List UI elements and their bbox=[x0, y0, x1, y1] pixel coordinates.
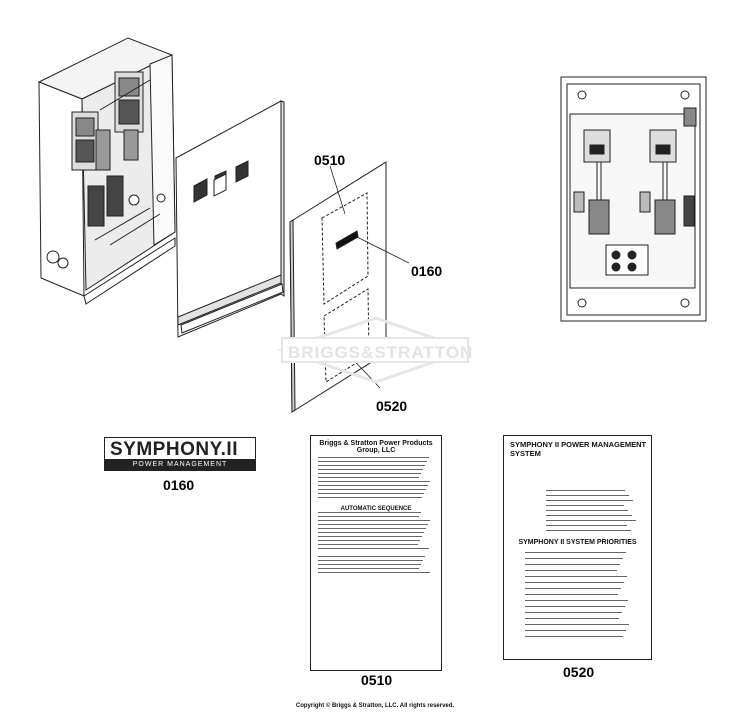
card-0510-title: Briggs & Stratton Power Products Group, … bbox=[319, 440, 433, 454]
watermark-logo bbox=[277, 316, 473, 384]
label-0510-bottom: 0510 bbox=[361, 672, 393, 688]
copyright-notice: Copyright © Briggs & Stratton, LLC. All … bbox=[295, 703, 455, 709]
label-0160-top: 0160 bbox=[411, 263, 443, 279]
label-card-0510: Briggs & Stratton Power Products Group, … bbox=[310, 435, 442, 671]
watermark-text: BRIGGS&STRATTON bbox=[288, 343, 474, 362]
enclosure-drawing bbox=[37, 37, 176, 305]
dead-front-drawing bbox=[175, 100, 285, 338]
label-0520-top: 0520 bbox=[376, 398, 408, 414]
front-view-drawing bbox=[560, 76, 707, 322]
symphony-logo: SYMPHONY.II POWER MANAGEMENT TECHNOLOGY bbox=[104, 437, 256, 479]
label-0160-bottom: 0160 bbox=[163, 477, 195, 493]
logo-main-text: SYMPHONY. bbox=[110, 439, 227, 460]
label-0520-bottom: 0520 bbox=[563, 664, 595, 680]
label-0510-top: 0510 bbox=[314, 152, 346, 168]
logo-suffix: II bbox=[226, 439, 238, 460]
card-0520-priorities: SYMPHONY II SYSTEM PRIORITIES bbox=[518, 539, 637, 546]
card-0510-subtitle: AUTOMATIC SEQUENCE bbox=[340, 506, 412, 512]
label-card-0520: SYMPHONY II POWER MANAGEMENT SYSTEM SYMP… bbox=[503, 435, 652, 660]
card-0520-title: SYMPHONY II POWER MANAGEMENT SYSTEM bbox=[510, 440, 647, 458]
logo-subtitle: POWER MANAGEMENT TECHNOLOGY bbox=[105, 459, 255, 479]
